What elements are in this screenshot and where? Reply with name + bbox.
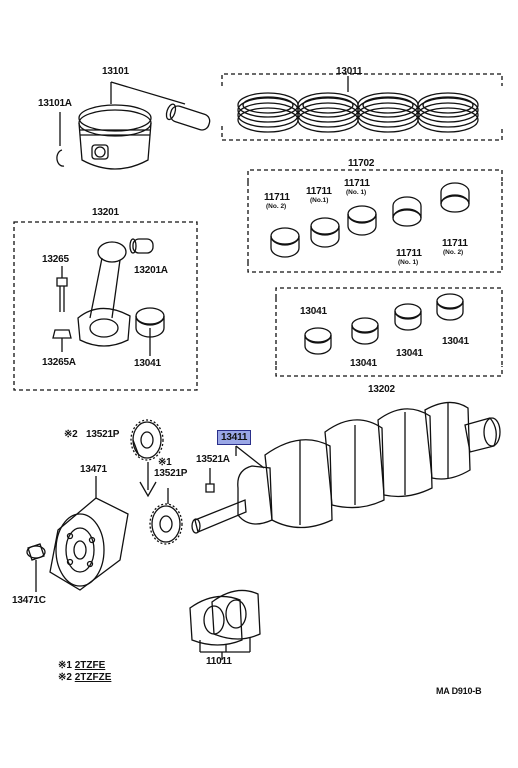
part-13041-a[interactable]: 13041 [300, 306, 327, 317]
part-11711-c-note: (No. 1) [346, 189, 367, 196]
part-11711-a[interactable]: 11711 [264, 192, 290, 203]
rod-bolt-icon [57, 266, 67, 312]
sprocket-bottom-icon [150, 504, 182, 544]
piston-rings-icon [238, 76, 478, 132]
part-13471c[interactable]: 13471C [12, 595, 46, 606]
part-13201[interactable]: 13201 [92, 207, 119, 218]
crankshaft-icon [192, 402, 500, 533]
legend-text-1: 2TZFE [74, 660, 106, 671]
part-11711-d[interactable]: 11711 [396, 248, 422, 259]
legend-mark-1: ※1 [58, 660, 72, 671]
part-11711-e[interactable]: 11711 [442, 238, 468, 249]
part-13041-b[interactable]: 13041 [350, 358, 377, 369]
part-11711-e-note: (No. 2) [443, 249, 464, 256]
part-11011[interactable]: 11011 [206, 656, 232, 667]
part-13201a[interactable]: 13201A [134, 265, 168, 276]
piston-pin-icon [165, 103, 212, 132]
part-13041-c[interactable]: 13041 [396, 348, 423, 359]
part-11711-b[interactable]: 11711 [306, 186, 332, 197]
diagram-code: MA D910-B [436, 686, 482, 696]
part-13471[interactable]: 13471 [80, 464, 107, 475]
legend: ※1 2TZFE ※2 2TZFZE [58, 660, 111, 684]
part-11711-a-note: (No. 2) [266, 203, 287, 210]
legend-mark-2: ※2 [58, 672, 72, 683]
snap-ring-icon [57, 112, 64, 166]
sprocket-arrow-icon [140, 462, 156, 496]
part-13521p-bottom-mark: ※1 [158, 457, 172, 468]
part-11711-c[interactable]: 11711 [344, 178, 370, 189]
legend-row-2: ※2 2TZFZE [58, 672, 111, 684]
conrod-bearings-icon [305, 294, 463, 354]
part-13521p-top[interactable]: 13521P [86, 429, 120, 440]
part-13011[interactable]: 13011 [336, 66, 363, 77]
crank-bearings-icon [271, 183, 469, 257]
part-13521p-top-mark: ※2 [64, 429, 78, 440]
conrod-box [14, 222, 197, 390]
part-13521p-bottom[interactable]: 13521P [154, 468, 188, 479]
pulley-bolt-icon [27, 544, 45, 592]
part-13265a[interactable]: 13265A [42, 357, 76, 368]
part-11711-d-note: (No. 1) [398, 259, 419, 266]
rod-bearing-icon [136, 308, 164, 356]
part-13521a[interactable]: 13521A [196, 454, 230, 465]
legend-row-1: ※1 2TZFE [58, 660, 111, 672]
conrod-bearing-box [276, 288, 502, 376]
pulley-icon [50, 476, 128, 590]
sprocket-top-icon [131, 420, 163, 460]
bush-icon [130, 239, 153, 253]
part-13202[interactable]: 13202 [368, 384, 395, 395]
part-13411-highlighted[interactable]: 13411 [217, 430, 252, 445]
piston-ring-set-box [222, 74, 502, 140]
crank-bearing-box [248, 170, 502, 272]
part-11711-b-note: (No.1) [310, 197, 329, 204]
part-13265[interactable]: 13265 [42, 254, 69, 265]
part-13101[interactable]: 13101 [102, 66, 129, 77]
key-icon [206, 468, 214, 492]
piston-icon [79, 82, 185, 169]
part-13041-rod[interactable]: 13041 [134, 358, 161, 369]
rod-nut-icon [53, 330, 71, 352]
connecting-rod-icon [78, 242, 130, 346]
thrust-washer-icon [190, 590, 260, 660]
part-11702[interactable]: 11702 [348, 158, 375, 169]
part-13101a[interactable]: 13101A [38, 98, 72, 109]
part-13041-d[interactable]: 13041 [442, 336, 469, 347]
legend-text-2: 2TZFZE [74, 672, 112, 683]
